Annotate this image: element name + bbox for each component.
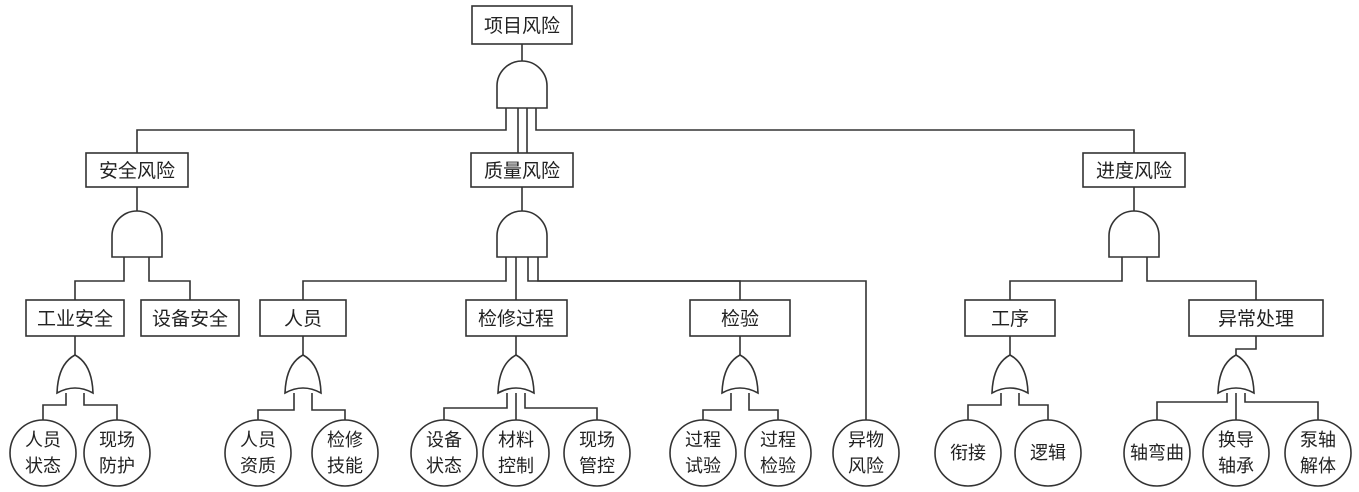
equipment-safety-event: 设备安全 [140, 299, 240, 337]
basic-event-shaft-bending: 轴弯曲 [1123, 419, 1191, 487]
or-gate-industrial-safety [56, 354, 94, 395]
svg-text:解体: 解体 [1300, 456, 1336, 477]
or-gate-inspection [721, 354, 759, 395]
inspection-label: 检验 [721, 308, 759, 330]
basic-event-equipment-state: 设备 状态 [410, 419, 478, 487]
svg-text:检验: 检验 [760, 456, 796, 477]
schedule-risk-event: 进度风险 [1082, 152, 1186, 188]
and-gate-top [496, 60, 548, 109]
svg-text:逻辑: 逻辑 [1030, 443, 1066, 464]
svg-text:衔接: 衔接 [950, 443, 986, 464]
or-gate-procedure [991, 354, 1029, 395]
safety-risk-label: 安全风险 [99, 160, 175, 182]
svg-text:换导: 换导 [1218, 430, 1254, 451]
industrial-safety-event: 工业安全 [25, 299, 125, 337]
basic-event-foreign-object-risk: 异物 风险 [832, 419, 900, 487]
svg-text:设备: 设备 [426, 430, 462, 451]
basic-events: 人员 状态 现场 防护 人员 资质 检修 技能 设备 状态 材料 控制 [9, 419, 1352, 487]
basic-event-process-inspection: 过程 检验 [744, 419, 812, 487]
quality-risk-event: 质量风险 [470, 152, 574, 188]
basic-event-pump-shaft-disassembly: 泵轴 解体 [1284, 419, 1352, 487]
svg-text:轴承: 轴承 [1218, 456, 1254, 477]
svg-text:资质: 资质 [240, 456, 276, 477]
svg-text:试验: 试验 [685, 456, 721, 477]
exception-handling-event: 异常处理 [1188, 299, 1324, 337]
svg-text:管控: 管控 [579, 456, 615, 477]
basic-event-material-control: 材料 控制 [482, 419, 550, 487]
svg-text:风险: 风险 [848, 456, 884, 477]
gates [56, 60, 1255, 395]
basic-event-personnel-qualification: 人员 资质 [224, 419, 292, 487]
connector-lines [42, 44, 1319, 420]
basic-event-process-test: 过程 试验 [669, 419, 737, 487]
personnel-label: 人员 [284, 308, 322, 330]
and-gate-quality [496, 210, 548, 258]
and-gate-schedule [1108, 210, 1160, 258]
procedure-label: 工序 [991, 308, 1029, 330]
industrial-safety-label: 工业安全 [37, 308, 113, 330]
inspection-event: 检验 [689, 299, 791, 337]
exception-handling-label: 异常处理 [1218, 308, 1294, 330]
and-gate-safety [111, 210, 163, 258]
basic-event-personnel-state: 人员 状态 [9, 419, 77, 487]
svg-text:状态: 状态 [25, 456, 61, 477]
svg-text:现场: 现场 [99, 430, 135, 451]
svg-text:人员: 人员 [25, 430, 61, 451]
svg-text:泵轴: 泵轴 [1300, 430, 1336, 451]
svg-text:状态: 状态 [426, 456, 462, 477]
basic-event-logic: 逻辑 [1014, 419, 1082, 487]
maintenance-process-event: 检修过程 [465, 299, 568, 337]
event-boxes: 项目风险 安全风险 质量风险 进度风险 工业安全 设备安全 人员 检修过程 [25, 5, 1324, 337]
or-gate-personnel [284, 354, 322, 395]
svg-text:防护: 防护 [99, 456, 135, 477]
svg-text:现场: 现场 [579, 430, 615, 451]
svg-text:控制: 控制 [498, 456, 534, 477]
personnel-event: 人员 [259, 299, 347, 337]
svg-text:过程: 过程 [685, 430, 721, 451]
svg-text:材料: 材料 [498, 430, 534, 451]
svg-text:过程: 过程 [760, 430, 796, 451]
maintenance-process-label: 检修过程 [478, 308, 554, 330]
quality-risk-label: 质量风险 [484, 160, 560, 182]
or-gate-maintenance-process [497, 354, 535, 395]
or-gate-exception-handling [1217, 354, 1255, 395]
schedule-risk-label: 进度风险 [1096, 160, 1172, 182]
svg-text:检修: 检修 [327, 430, 363, 451]
svg-text:轴弯曲: 轴弯曲 [1130, 443, 1184, 464]
basic-event-site-protection: 现场 防护 [83, 419, 151, 487]
procedure-event: 工序 [964, 299, 1056, 337]
top-event: 项目风险 [471, 5, 573, 45]
safety-risk-event: 安全风险 [85, 152, 189, 188]
svg-text:技能: 技能 [327, 456, 363, 477]
top-event-label: 项目风险 [484, 15, 560, 37]
basic-event-maintenance-skill: 检修 技能 [311, 419, 379, 487]
basic-event-site-control: 现场 管控 [563, 419, 631, 487]
basic-event-replace-guide-bearing: 换导 轴承 [1202, 419, 1270, 487]
basic-event-handover: 衔接 [934, 419, 1002, 487]
svg-text:异物: 异物 [848, 430, 884, 451]
equipment-safety-label: 设备安全 [152, 308, 228, 330]
svg-text:人员: 人员 [240, 430, 276, 451]
